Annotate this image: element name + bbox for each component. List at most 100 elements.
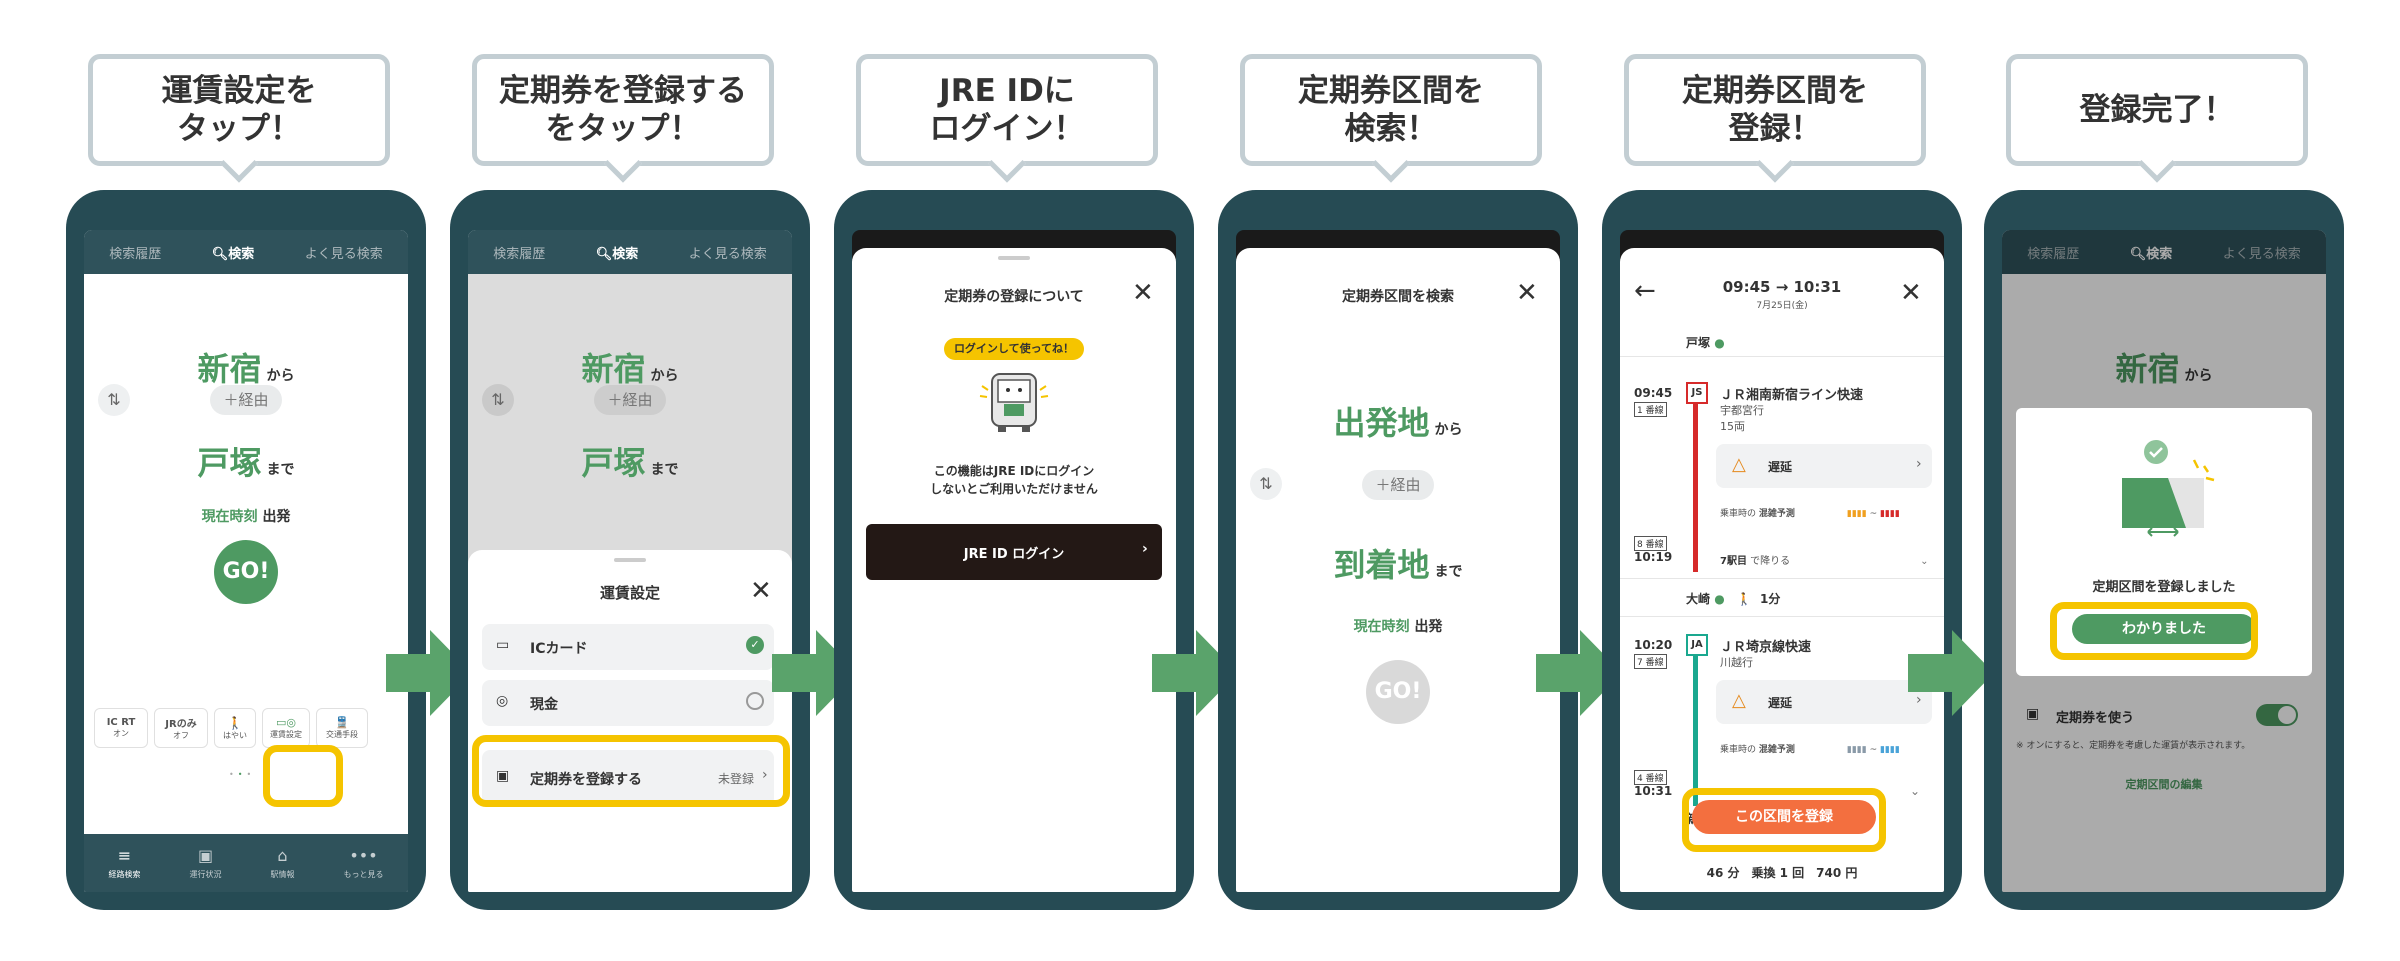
option-ic-card[interactable]: ▭ ICカード ✓	[482, 624, 774, 670]
leg1-crowd[interactable]: 乗車時の 混雑予測▮▮▮▮ ~ ▮▮▮▮	[1720, 509, 1900, 519]
jre-login-button[interactable]: JRE ID ログイン ›	[866, 524, 1162, 580]
nav-more[interactable]: •••もっと見る	[343, 846, 384, 879]
nav-status[interactable]: ▣運行状況	[189, 846, 222, 879]
section-sheet: 定期券区間を検索 ✕ 出発地 から ⇅ ＋経由 到着地 まで 現在時刻 出発 G…	[1236, 248, 1560, 892]
from-field[interactable]: 新宿 から	[84, 344, 408, 390]
tab-search[interactable]: 🔍︎検索	[211, 246, 255, 262]
to-field[interactable]: 戸塚 まで	[84, 438, 408, 484]
chevron-right-icon: ›	[1916, 692, 1922, 708]
option-speed[interactable]: 🚶はやい	[214, 708, 256, 748]
screen-route: ← 09:45 → 10:31 7月25日(金) ✕ 戸塚 ● 09:45 1 …	[1620, 230, 1944, 892]
go-button[interactable]: GO!	[1366, 660, 1430, 724]
mascot-train-icon	[979, 373, 1049, 432]
divider	[1620, 616, 1944, 617]
leg2-line-name[interactable]: ＪＲ埼京線快速	[1720, 640, 1812, 655]
tab-favorites[interactable]: よく見る検索	[2222, 246, 2301, 262]
close-icon[interactable]: ✕	[1516, 278, 1538, 308]
chevron-right-icon: ›	[762, 767, 768, 783]
time-setting[interactable]: 現在時刻 出発	[1353, 619, 1443, 635]
step-1: 運賃設定を タップ！ 検索履歴 🔍︎検索 よく見る検索 新宿 から ⇅ ＋経由 …	[66, 0, 426, 961]
screen-fare-setting: 検索履歴 🔍︎検索 よく見る検索 新宿 から ⇅ ＋経由 戸塚 まで 運賃設定 …	[468, 230, 792, 892]
swap-icon[interactable]: ⇅	[1250, 468, 1282, 500]
nav-station[interactable]: ⌂駅情報	[270, 846, 295, 879]
via-button[interactable]: ＋経由	[1362, 470, 1434, 500]
divider	[1620, 578, 1944, 579]
close-icon[interactable]: ✕	[1132, 278, 1154, 308]
option-jr-only[interactable]: JRのみオフ	[154, 708, 208, 748]
tab-history[interactable]: 検索履歴	[2027, 246, 2080, 262]
sheet-handle[interactable]	[998, 256, 1030, 260]
login-sheet: 定期券の登録について ✕ ログインして使ってね！ この機能はJRE IDにログイ…	[852, 248, 1176, 892]
transfer-station[interactable]: 大崎 ● 🚶 1分	[1686, 592, 1781, 606]
sheet-handle[interactable]	[614, 558, 646, 562]
leg2-destination: 川越行	[1720, 656, 1753, 669]
ok-button[interactable]: わかりました	[2072, 614, 2256, 644]
leg2-delay-card[interactable]: △ 遅延 ›	[1716, 680, 1932, 724]
edit-section-link[interactable]: 定期区間の編集	[2125, 778, 2203, 791]
go-button[interactable]: GO!	[214, 540, 278, 604]
from-station: 新宿	[197, 350, 262, 388]
next-arrow-icon	[1908, 630, 1994, 716]
highlight-ok	[2050, 602, 2258, 660]
step-3-bubble: JRE IDに ログイン！	[856, 54, 1158, 166]
leg1-alight[interactable]: 7駅目 で降りる⌄	[1720, 556, 1929, 567]
next-arrow-icon	[1536, 630, 1622, 716]
tab-favorites[interactable]: よく見る検索	[304, 246, 383, 262]
route-icon: ≡	[117, 846, 132, 865]
tab-history[interactable]: 検索履歴	[109, 246, 162, 262]
use-pass-note: ※ オンにすると、定期券を考慮した運賃が表示されます。	[2016, 741, 2251, 751]
bottom-nav: ≡経路検索 ▣運行状況 ⌂駅情報 •••もっと見る	[84, 834, 408, 892]
phone-2: 検索履歴 🔍︎検索 よく見る検索 新宿 から ⇅ ＋経由 戸塚 まで 運賃設定 …	[450, 190, 810, 910]
to-suffix: まで	[266, 462, 295, 478]
option-fare-setting[interactable]: ▭◎運賃設定	[262, 708, 310, 748]
use-pass-row[interactable]: ▣ 定期券を使う	[2016, 698, 2316, 734]
fare-icon: ▭◎	[276, 716, 296, 729]
back-arrow-icon[interactable]: ←	[1634, 276, 1656, 306]
leg1-delay-card[interactable]: △ 遅延 ›	[1716, 444, 1932, 488]
chevron-down-icon[interactable]: ⌄	[1910, 784, 1921, 798]
via-button: ＋経由	[594, 385, 666, 415]
route-date: 7月25日(金)	[1756, 301, 1808, 311]
tab-history[interactable]: 検索履歴	[493, 246, 546, 262]
swap-icon[interactable]: ⇅	[98, 384, 130, 416]
login-badge: ログインして使ってね！	[944, 338, 1084, 360]
tab-favorites[interactable]: よく見る検索	[688, 246, 767, 262]
walk-icon: 🚶	[1736, 592, 1752, 606]
phone-4: 定期券区間を検索 ✕ 出発地 から ⇅ ＋経由 到着地 まで 現在時刻 出発 G…	[1218, 190, 1578, 910]
option-cash[interactable]: ◎ 現金	[482, 680, 774, 726]
sheet-title: 定期券区間を検索	[1342, 289, 1454, 305]
sheet-title: 運賃設定	[599, 584, 660, 602]
close-icon[interactable]: ✕	[1900, 278, 1922, 308]
leg1-line-bar	[1693, 404, 1698, 572]
leg2-line-bar	[1693, 656, 1698, 806]
step-4-bubble: 定期券区間を 検索！	[1240, 54, 1542, 166]
from-field[interactable]: 出発地 から	[1333, 404, 1463, 442]
leg2-end-time: 10:31	[1634, 784, 1673, 798]
leg2-crowd[interactable]: 乗車時の 混雑予測▮▮▮▮ ~ ▮▮▮▮	[1720, 745, 1900, 755]
search-icon: 🔍︎	[595, 246, 613, 262]
option-transport[interactable]: 🚆交通手段	[316, 708, 368, 748]
register-pass-button[interactable]: ▣ 定期券を登録する 未登録 ›	[482, 750, 774, 806]
pass-registered-icon	[2122, 440, 2215, 537]
route-sheet: ← 09:45 → 10:31 7月25日(金) ✕ 戸塚 ● 09:45 1 …	[1620, 248, 1944, 892]
close-icon[interactable]: ✕	[750, 576, 772, 606]
divider	[1620, 356, 1944, 357]
complete-dialog: 定期区間を登録しました わかりました	[2016, 408, 2312, 676]
tab-search[interactable]: 🔍︎検索	[2129, 246, 2173, 262]
screen-complete: 検索履歴 🔍︎検索 よく見る検索 新宿 から ▣ 定期券を使う ※ オンにすると…	[2002, 230, 2326, 892]
tab-search[interactable]: 🔍︎検索	[595, 246, 639, 262]
leg1-line-name[interactable]: ＪＲ湘南新宿ライン快速	[1720, 388, 1864, 403]
to-field[interactable]: 到着地 まで	[1333, 546, 1463, 584]
leg1-time: 09:45	[1634, 386, 1673, 400]
step-5-bubble: 定期券区間を 登録！	[1624, 54, 1926, 166]
use-pass-toggle[interactable]	[2256, 704, 2298, 726]
nav-route[interactable]: ≡経路検索	[108, 846, 141, 879]
time-setting[interactable]: 現在時刻 出発	[201, 509, 291, 525]
phone-6: 検索履歴 🔍︎検索 よく見る検索 新宿 から ▣ 定期券を使う ※ オンにすると…	[1984, 190, 2344, 910]
register-section-button[interactable]: この区間を登録	[1692, 800, 1876, 834]
from-field: 新宿 から	[581, 350, 679, 388]
origin-station[interactable]: 戸塚 ●	[1686, 336, 1725, 350]
via-button[interactable]: ＋経由	[210, 385, 282, 415]
step-2-bubble: 定期券を登録する をタップ！	[472, 54, 774, 166]
